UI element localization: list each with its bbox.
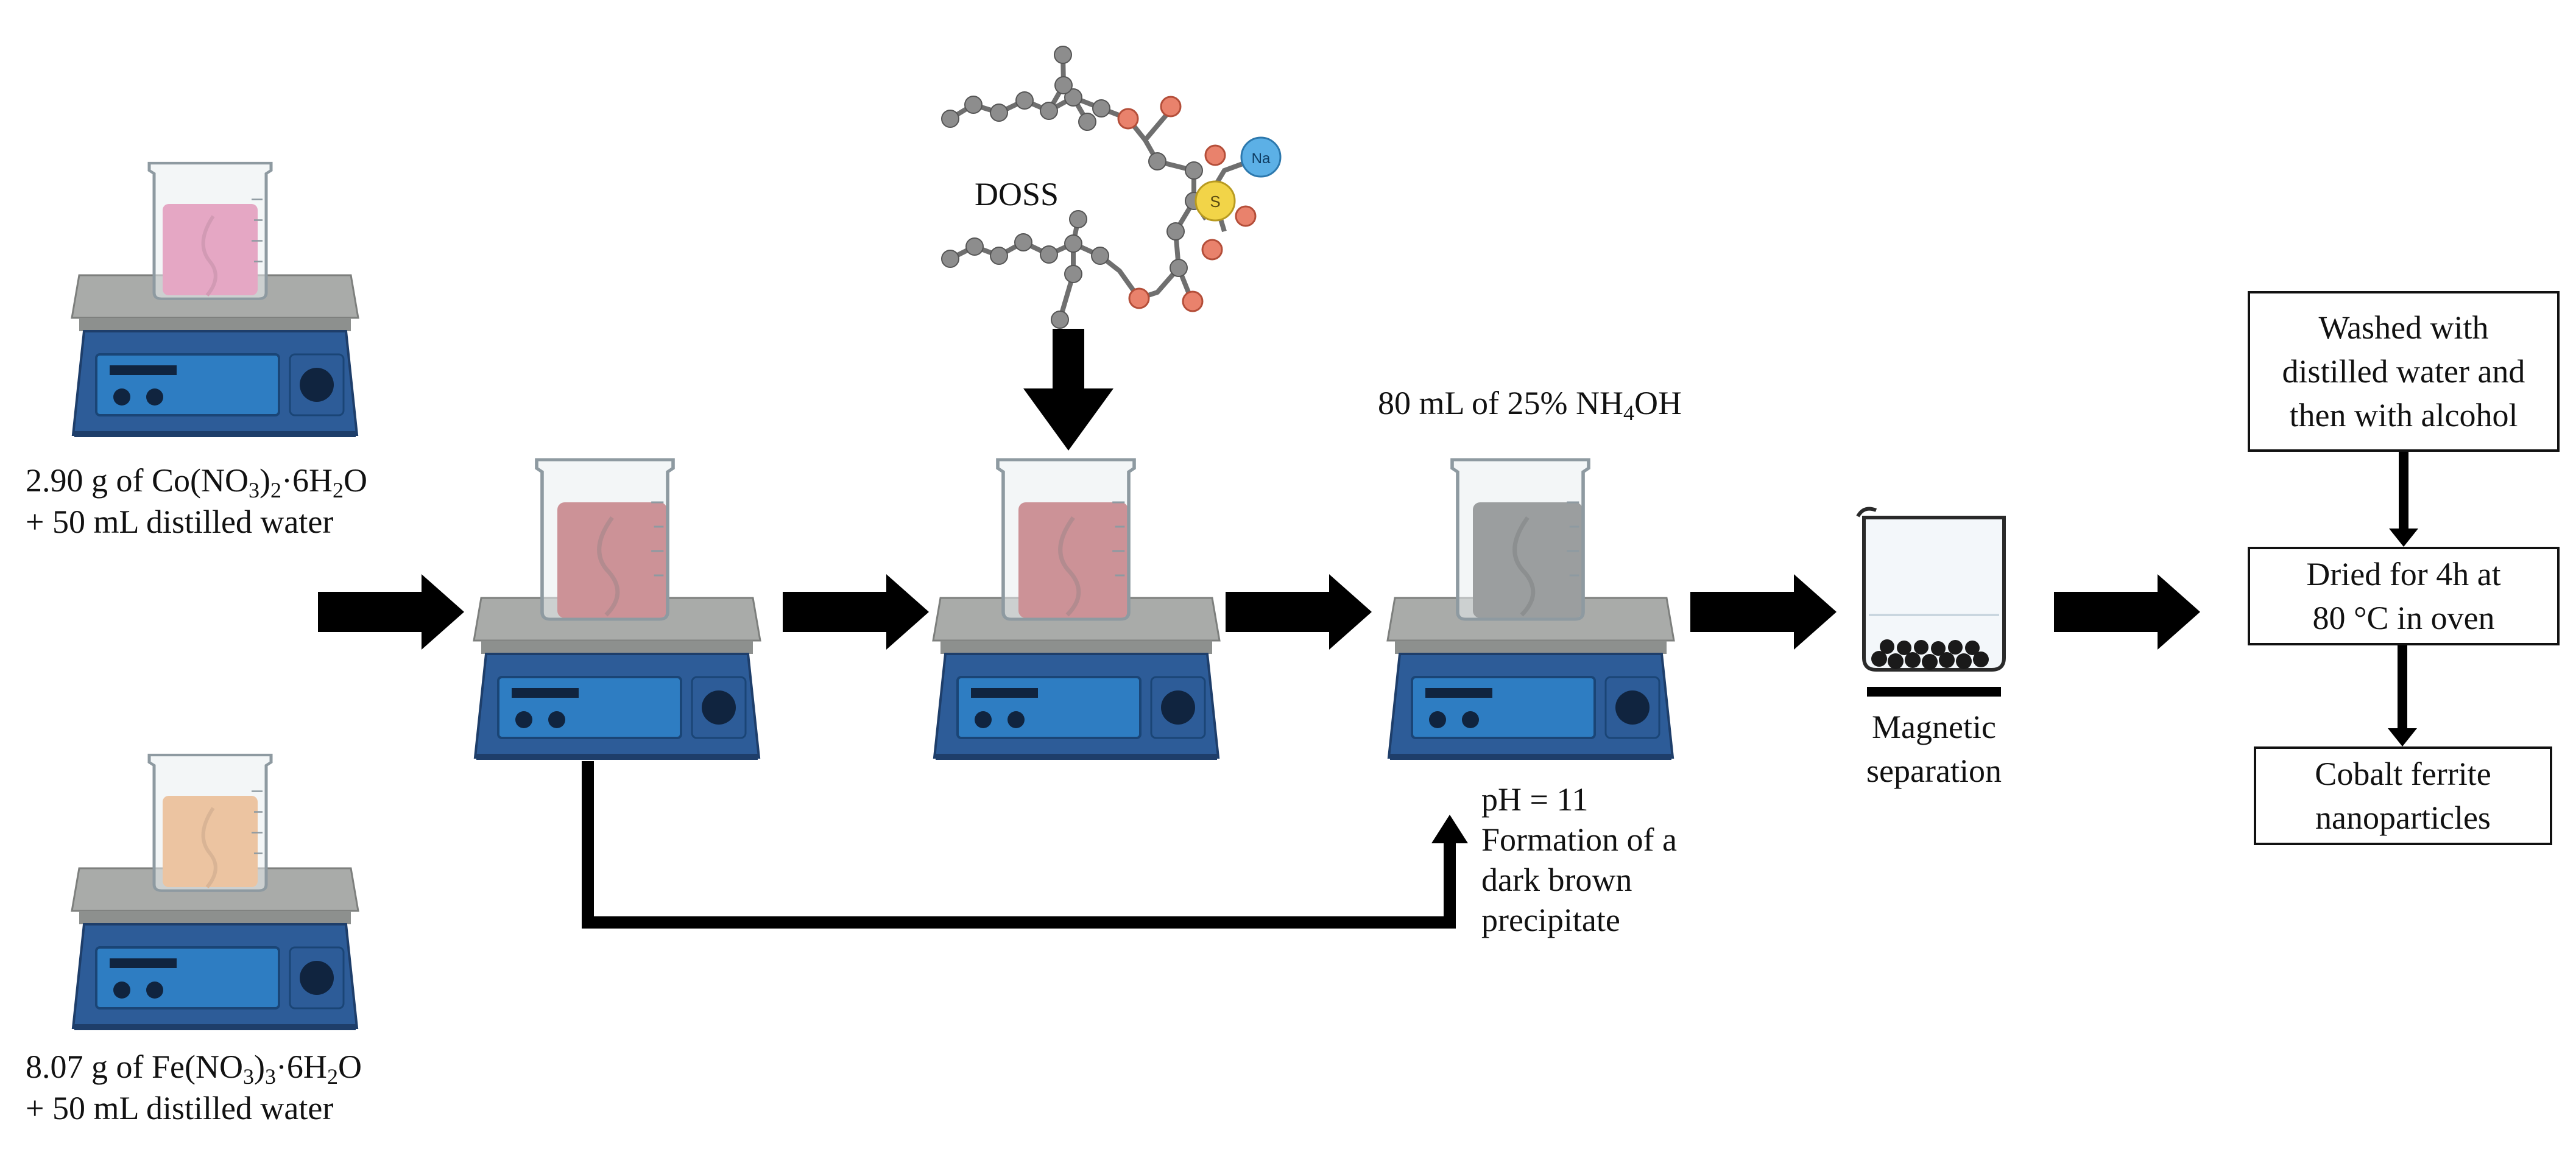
- iron-water-label: + 50 mL distilled water: [26, 1090, 334, 1126]
- precipitate-notes: pH = 11 Formation of a dark brown precip…: [1481, 779, 1677, 940]
- sodium-atom-label: Na: [1252, 150, 1271, 167]
- drying-step-box: Dried for 4h at 80 °C in oven: [2248, 547, 2560, 645]
- washing-line-2: distilled water and: [2282, 353, 2525, 390]
- arrow-reagents-to-mix: [318, 574, 464, 650]
- arrow-dry-to-product: [2388, 644, 2417, 746]
- beaker-precipitate: [1452, 460, 1589, 619]
- separation-line-2: separation: [1866, 753, 2002, 789]
- doss-atoms: S Na: [941, 46, 1282, 329]
- washing-line-1: Washed with: [2318, 309, 2489, 346]
- cobalt-reagent-label: 2.90 g of Co(NO3)2·6H2O + 50 mL distille…: [26, 460, 367, 543]
- product-line-2: nanoparticles: [2315, 799, 2491, 836]
- sulfur-atom-label: S: [1210, 192, 1220, 211]
- product-box: Cobalt ferrite nanoparticles: [2254, 746, 2552, 845]
- precipitate-line-3: precipitate: [1481, 902, 1620, 938]
- arrow-wash-to-dry: [2389, 451, 2418, 547]
- stirrer-mixing: [473, 597, 761, 761]
- magnetic-separation-beaker: [1856, 507, 2006, 697]
- magnetic-separation-label: Magnetic separation: [1858, 705, 2010, 793]
- doss-label: DOSS: [975, 176, 1059, 212]
- stirrer-surfactant: [932, 597, 1221, 761]
- cobalt-water-label: + 50 mL distilled water: [26, 504, 334, 540]
- ph-label: pH = 11: [1481, 781, 1589, 818]
- beaker-iron: [149, 755, 271, 891]
- beaker-cobalt: [149, 163, 271, 299]
- drying-line-2: 80 °C in oven: [2312, 600, 2495, 636]
- drying-line-1: Dried for 4h at: [2306, 556, 2501, 592]
- arrow-mix-to-surfactant: [783, 574, 929, 650]
- washing-step-box: Washed with distilled water and then wit…: [2248, 291, 2560, 452]
- beaker-mixed: [537, 460, 673, 619]
- precipitate-line-2: dark brown: [1481, 862, 1632, 898]
- iron-reagent-label: 8.07 g of Fe(NO3)3·6H2O + 50 mL distille…: [26, 1046, 362, 1129]
- arrow-down-doss: [1023, 329, 1113, 451]
- beaker-surfactant: [998, 460, 1134, 619]
- precipitate-line-1: Formation of a: [1481, 821, 1677, 858]
- arrow-separation-to-wash: [2054, 574, 2200, 650]
- base-label: 80 mL of 25% NH4OH: [1378, 385, 1682, 425]
- stirrer-precipitation: [1386, 597, 1675, 761]
- washing-line-3: then with alcohol: [2289, 397, 2518, 434]
- product-line-1: Cobalt ferrite: [2315, 756, 2491, 792]
- arrow-base-to-separation: [1690, 574, 1837, 650]
- stirrer-iron: [71, 867, 359, 1031]
- separation-line-1: Magnetic: [1872, 709, 1996, 745]
- arrow-surfactant-to-base: [1226, 574, 1372, 650]
- bypass-connector-arrow: [582, 761, 1468, 929]
